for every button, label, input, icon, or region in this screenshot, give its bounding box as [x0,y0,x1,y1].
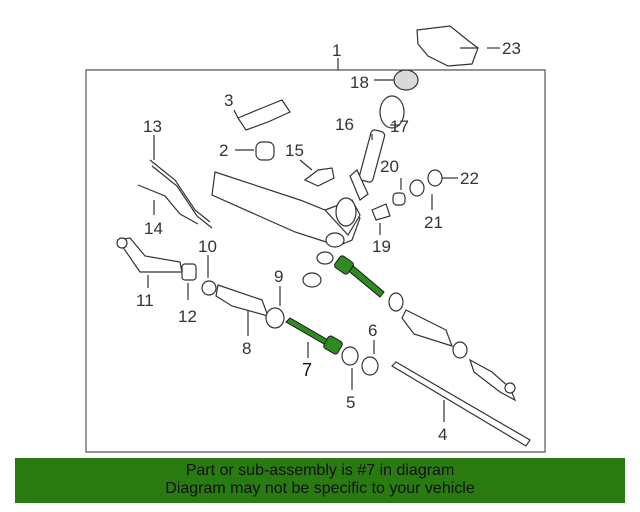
banner-line-2: Diagram may not be specific to your vehi… [165,480,475,497]
part-3-clamp [237,99,291,131]
callout-5: 5 [346,393,355,412]
callout-8: 8 [242,339,251,358]
banner-line-1: Part or sub-assembly is #7 in diagram [185,462,455,479]
part-23-bracket [416,25,479,67]
callout-21: 21 [424,213,443,232]
callout-7: 7 [302,360,312,380]
part-20-sleeve [392,192,406,206]
callout-14: 14 [144,219,163,238]
part-11-tie-rod-end-right [468,358,517,402]
part-7-inner-tie-rod [285,255,385,355]
part-1-rack-housing [211,171,361,288]
part-9-clamp-right [388,292,404,312]
parts-diagram: 1 2 3 4 5 6 7 8 9 10 11 12 13 14 15 16 1… [85,25,546,453]
callout-1: 1 [332,41,341,60]
callout-16: 16 [335,115,354,134]
callout-12: 12 [178,307,197,326]
callout-19: 19 [372,237,391,256]
part-18-cap [393,69,419,91]
part-8-boot-left [215,284,269,317]
part-11-tie-rod-end-left [116,237,183,273]
callout-9: 9 [274,267,283,286]
part-6-clamp [361,356,379,376]
callout-17: 17 [390,117,409,136]
callout-3: 3 [224,91,233,110]
part-4-rack-bar [391,361,531,447]
part-19-clip [371,203,391,221]
part-5-ring [341,346,359,366]
part-6-clamp-right [452,341,468,359]
part-13-14-lines [137,159,213,229]
part-12-nut [181,263,197,281]
assembly-frame [85,69,546,453]
part-10-clamp [201,280,217,296]
part-8-boot-right [401,309,453,347]
info-banner: Part or sub-assembly is #7 in diagram Di… [15,458,625,503]
part-15-bracket [303,167,335,187]
callout-11: 11 [136,291,154,310]
callout-6: 6 [368,321,377,340]
callout-13: 13 [143,117,162,136]
callout-20: 20 [380,157,399,176]
part-2-bushing [255,141,275,161]
callout-22: 22 [460,169,479,188]
part-21-seal [409,179,425,197]
callout-18: 18 [350,73,369,92]
callout-2: 2 [219,141,228,160]
callout-10: 10 [198,237,217,256]
leader-lines [147,47,500,422]
callout-15: 15 [285,141,304,160]
callout-4: 4 [438,425,447,444]
part-9-clamp [265,307,285,329]
part-16-valve [349,129,386,201]
part-17-seal [379,95,405,129]
callout-23: 23 [502,39,521,58]
part-22-ring [427,169,443,187]
